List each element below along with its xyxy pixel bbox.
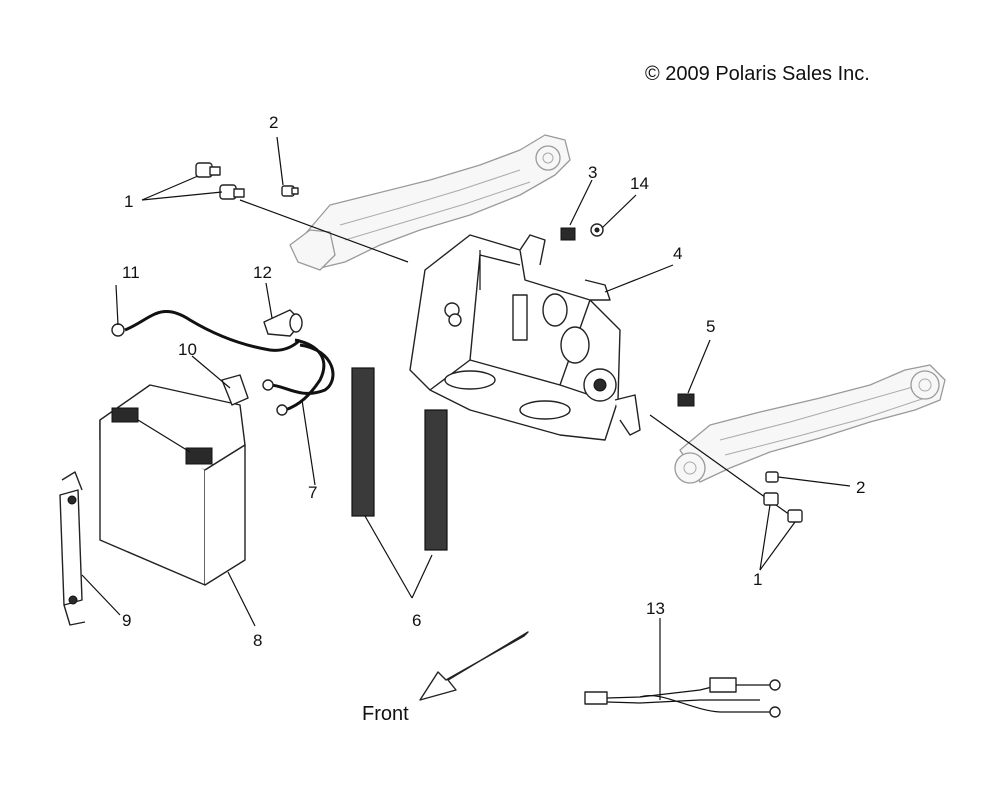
callout-1-upper: 1 — [124, 192, 133, 211]
bolt-upper-a — [195, 162, 221, 178]
leader-lines — [81, 136, 851, 700]
terminal-boot-10 — [221, 374, 249, 406]
wire-harness — [584, 677, 781, 718]
callout-2-lower: 2 — [856, 478, 865, 497]
callout-11: 11 — [122, 263, 140, 282]
bolt-lower-1a — [763, 492, 779, 506]
callout-6: 6 — [412, 611, 421, 630]
front-label: Front — [362, 703, 409, 725]
callout-10: 10 — [178, 340, 197, 359]
callout-12: 12 — [253, 263, 272, 282]
battery — [99, 384, 246, 586]
front-direction-arrow — [419, 631, 529, 701]
callout-8: 8 — [253, 631, 262, 650]
bolt-lower-2 — [765, 471, 779, 483]
clip-5 — [677, 393, 695, 407]
copyright-notice: © 2009 Polaris Sales Inc. — [645, 63, 870, 85]
bolt-axis-line-upper — [239, 199, 409, 263]
upper-frame-rail — [289, 134, 571, 271]
lower-frame-rail — [674, 364, 946, 484]
callout-2-upper: 2 — [269, 113, 278, 132]
bolt-upper-2 — [281, 185, 299, 197]
callout-1-lower: 1 — [753, 570, 762, 589]
pad-6b — [424, 409, 448, 551]
battery-cable-7 — [262, 338, 335, 416]
callout-4: 4 — [673, 244, 682, 263]
callout-13: 13 — [646, 599, 665, 618]
terminal-boot-12 — [263, 309, 303, 337]
bolt-lower-1b — [787, 509, 803, 523]
pad-6a — [351, 367, 375, 517]
callout-5: 5 — [706, 317, 715, 336]
bolt-upper-b — [219, 184, 245, 200]
battery-box — [409, 234, 641, 441]
nut-14 — [590, 223, 604, 237]
battery-strap — [59, 471, 86, 626]
callout-14: 14 — [630, 174, 649, 193]
clip-3 — [560, 227, 576, 241]
callout-7: 7 — [308, 483, 317, 502]
callout-3: 3 — [588, 163, 597, 182]
callout-9: 9 — [122, 611, 131, 630]
